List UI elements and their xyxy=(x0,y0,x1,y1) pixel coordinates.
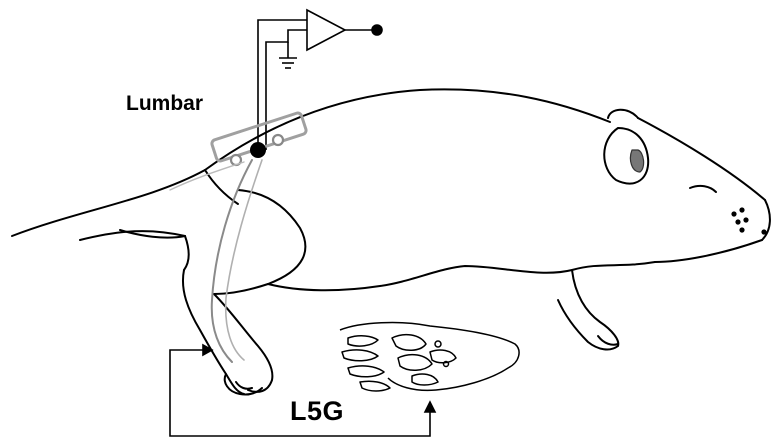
output-node xyxy=(372,25,382,35)
front-leg xyxy=(558,270,618,349)
arrow-head-up xyxy=(425,402,435,412)
rat-outline xyxy=(12,89,770,394)
jaw xyxy=(655,240,762,262)
hind-foot xyxy=(225,374,262,395)
ear-inner xyxy=(630,150,643,172)
l5g-label: L5G xyxy=(290,396,344,427)
amplifier-circuit xyxy=(258,10,382,150)
eye xyxy=(690,186,716,192)
belly xyxy=(268,262,655,290)
hind-back-edge xyxy=(184,236,189,270)
hind-leg-front xyxy=(214,294,272,392)
isolated-paw-illustration xyxy=(340,323,519,391)
tail xyxy=(12,170,205,236)
nerve-leads xyxy=(170,160,262,362)
head-top xyxy=(638,118,765,200)
electrode-contact-right xyxy=(273,135,283,145)
ear-top xyxy=(608,110,638,118)
reference-wire xyxy=(266,30,307,150)
abdomen-to-leg xyxy=(214,284,268,294)
hind-foot-toes xyxy=(236,382,252,389)
amplifier-icon xyxy=(307,10,345,50)
arrow-head-right xyxy=(203,345,212,355)
ground-icon xyxy=(279,42,297,68)
recording-electrode-tip xyxy=(250,142,266,158)
paw-outline xyxy=(340,323,519,391)
lumbar-label: Lumbar xyxy=(126,92,203,116)
